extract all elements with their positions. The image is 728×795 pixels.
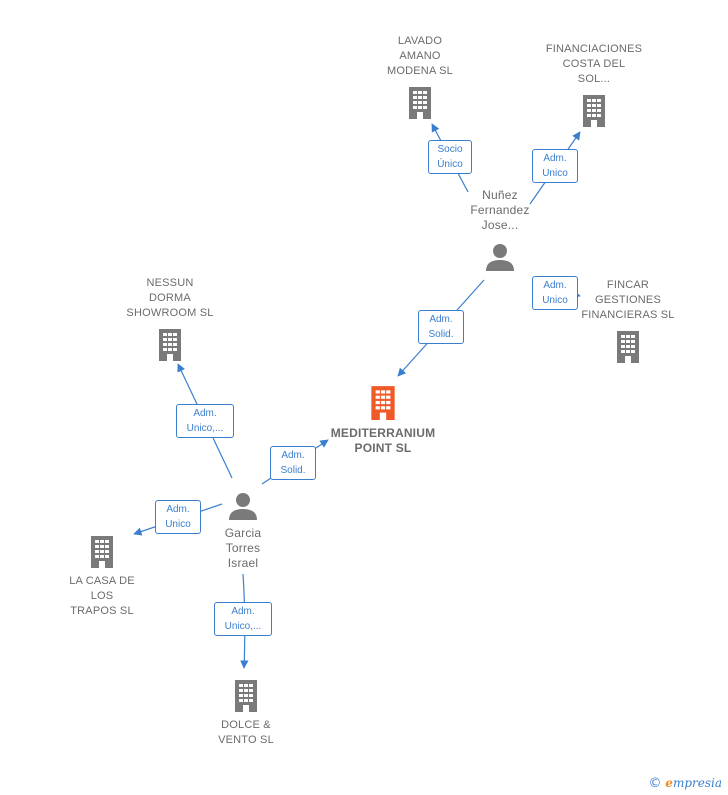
edge-label-adm-unico-nessun: Adm. Unico,...: [176, 404, 234, 438]
person-label: Nuñez Fernandez Jose...: [470, 188, 530, 232]
building-icon: [409, 87, 431, 119]
company-label: MEDITERRANIUM POINT SL: [330, 426, 436, 455]
building-icon: [617, 331, 639, 363]
company-label: LA CASA DE LOS TRAPOS SL: [69, 575, 135, 617]
edge-label-adm-unico-lacasa: Adm. Unico: [155, 500, 201, 534]
building-icon: [91, 536, 113, 568]
empresia-logo: © empresia: [648, 776, 722, 791]
building-icon: [371, 386, 395, 420]
company-fincar-gestiones-financieras[interactable]: FINCAR GESTIONES FINANCIERAS SL: [572, 278, 684, 363]
edge-label-adm-solid-garcia: Adm. Solid.: [270, 446, 316, 480]
person-icon: [229, 493, 257, 520]
edge-label-socio-unico: Socio Único: [428, 140, 472, 174]
edge-label-adm-unico-financiaciones: Adm. Unico: [532, 149, 578, 183]
brand-initial: e: [665, 776, 673, 790]
edge-label-adm-unico-fincar: Adm. Unico: [532, 276, 578, 310]
building-icon: [159, 329, 181, 361]
company-la-casa-de-los-trapos[interactable]: LA CASA DE LOS TRAPOS SL: [50, 534, 154, 619]
company-label: FINCAR GESTIONES FINANCIERAS SL: [581, 279, 675, 321]
person-garcia-torres-israel[interactable]: Garcia Torres Israel: [198, 490, 288, 571]
person-icon: [486, 244, 514, 271]
company-label: LAVADO AMANO MODENA SL: [387, 35, 453, 77]
person-label: Garcia Torres Israel: [224, 526, 262, 570]
edge-label-adm-solid-nunez: Adm. Solid.: [418, 310, 464, 344]
brand-name: mpresia: [672, 776, 722, 790]
building-icon: [583, 95, 605, 127]
building-icon: [235, 680, 257, 712]
company-lavado-amano-modena[interactable]: LAVADO AMANO MODENA SL: [370, 34, 470, 119]
edge-label-adm-unico-dolce: Adm. Unico,...: [214, 602, 272, 636]
company-label: FINANCIACIONES COSTA DEL SOL...: [545, 43, 643, 85]
company-label: DOLCE & VENTO SL: [218, 719, 274, 746]
company-mediterranium-point-main[interactable]: MEDITERRANIUM POINT SL: [318, 384, 448, 456]
company-financiaciones-costa-del-sol[interactable]: FINANCIACIONES COSTA DEL SOL...: [536, 42, 652, 127]
company-dolce-vento[interactable]: DOLCE & VENTO SL: [196, 678, 296, 748]
copyright-symbol: ©: [648, 776, 662, 791]
company-nessun-dorma-showroom[interactable]: NESSUN DORMA SHOWROOM SL: [116, 276, 224, 361]
person-nunez-fernandez-jose[interactable]: Nuñez Fernandez Jose...: [454, 188, 546, 273]
company-label: NESSUN DORMA SHOWROOM SL: [126, 277, 214, 319]
